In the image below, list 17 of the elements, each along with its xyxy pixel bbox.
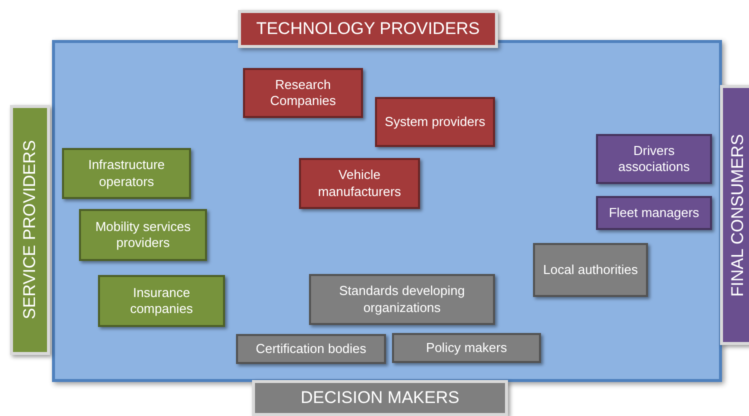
stakeholder-box: Certification bodies <box>236 334 386 364</box>
stakeholder-box: Infrastructure operators <box>62 148 191 199</box>
category-banner: FINAL CONSUMERS <box>720 85 749 345</box>
stakeholder-box: Vehicle manufacturers <box>299 158 420 209</box>
stakeholder-panel <box>52 40 722 382</box>
category-banner: DECISION MAKERS <box>252 380 508 416</box>
stakeholder-box: Fleet managers <box>596 196 712 230</box>
stakeholder-box: Local authorities <box>533 243 648 297</box>
stakeholder-box: Drivers associations <box>596 134 712 184</box>
stakeholder-box: Standards developing organizations <box>309 274 495 325</box>
stakeholder-box: System providers <box>375 97 495 147</box>
stakeholder-box: Research Companies <box>243 68 363 118</box>
stakeholder-box: Insurance companies <box>98 275 225 327</box>
stakeholder-box: Mobility services providers <box>79 209 207 261</box>
stakeholder-box: Policy makers <box>392 333 541 363</box>
category-banner: TECHNOLOGY PROVIDERS <box>238 10 498 48</box>
category-banner: SERVICE PROVIDERS <box>10 105 50 355</box>
